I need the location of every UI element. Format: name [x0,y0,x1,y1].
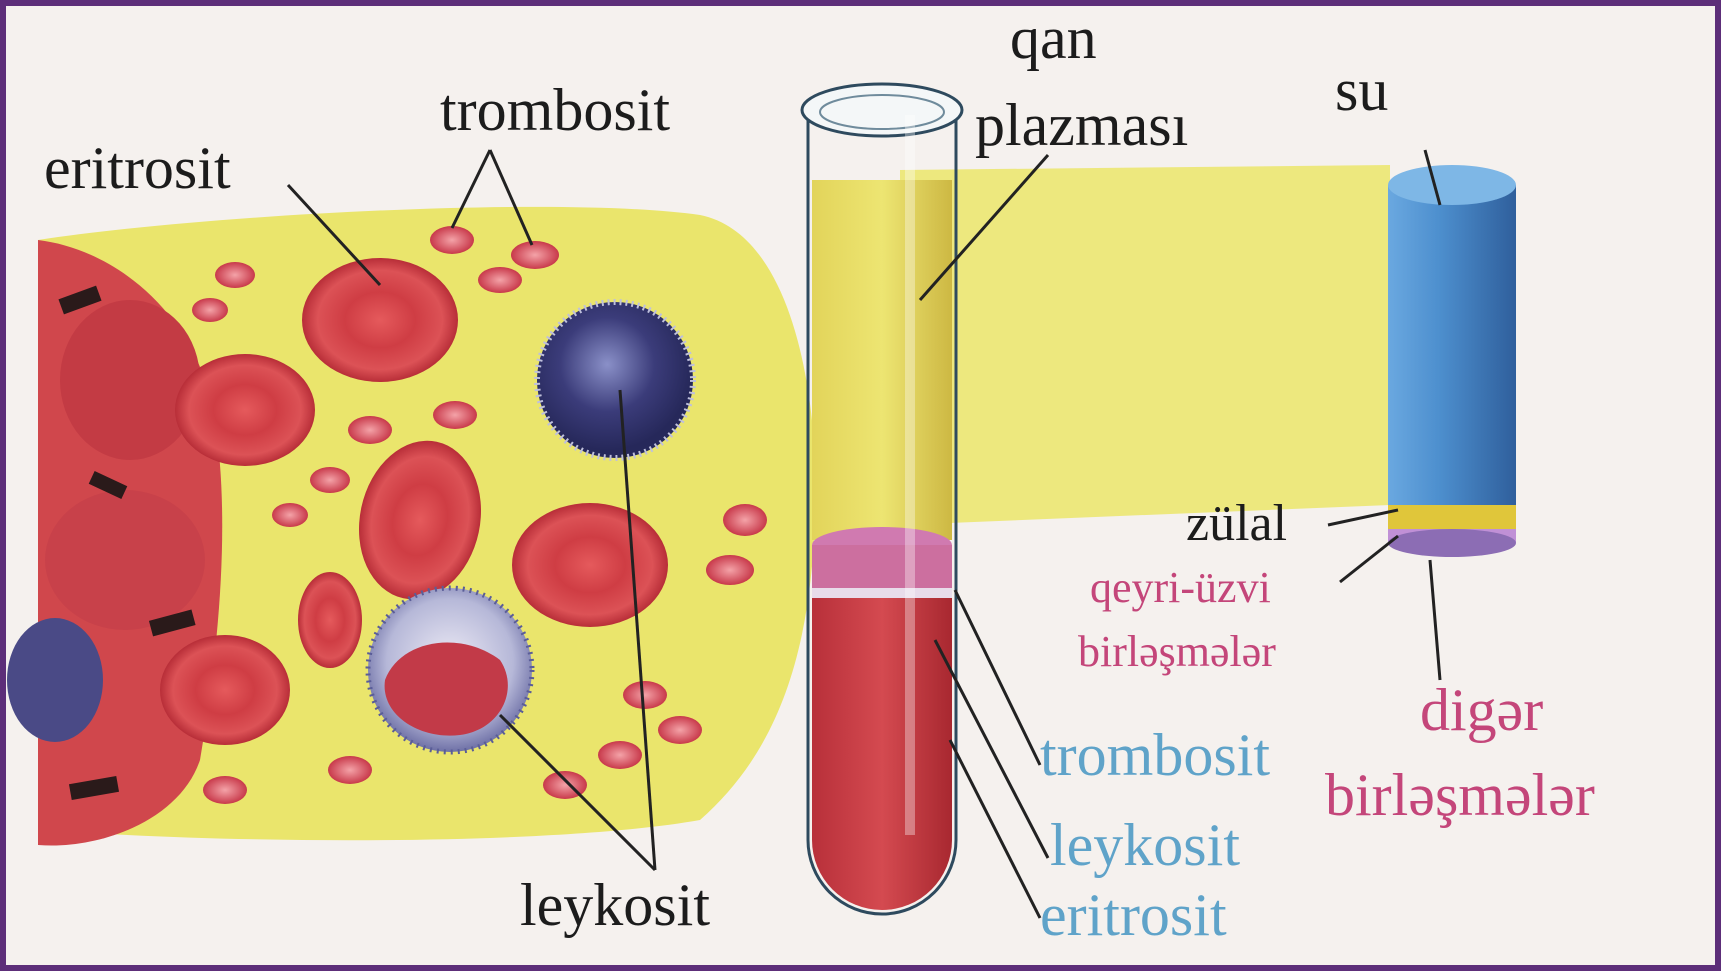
platelet [348,416,392,444]
platelet [203,776,247,804]
label-zulal: zülal [1186,498,1287,550]
label-tube-leykosit: leykosit [1050,815,1240,875]
leukocyte [7,618,103,742]
label-diger-birlesmeler: birləşmələr [1325,765,1595,825]
platelet [706,555,754,585]
erythrocyte [302,258,458,382]
protein-section [1388,505,1516,529]
plasma-band [900,165,1390,525]
label-qeyri-uzvi: qeyri-üzvi [1090,566,1271,610]
platelet [328,756,372,784]
erythrocyte [45,490,205,630]
label-leykosit: leykosit [520,875,710,935]
platelet [215,262,255,288]
platelet [310,467,350,493]
tube-platelet-layer [812,588,952,598]
erythrocyte [60,300,200,460]
erythrocyte [175,354,315,466]
label-tube-trombosit: trombosit [1040,725,1270,785]
label-su: su [1335,60,1388,120]
label-trombosit: trombosit [440,80,670,140]
platelet [623,681,667,709]
platelet [511,241,559,269]
leukocyte [537,302,693,458]
platelet [272,503,308,527]
label-diger: digər [1420,680,1543,740]
cylinder-top [1388,165,1516,205]
tube-erythrocyte-layer [812,598,952,910]
label-qan: qan [1010,8,1097,68]
platelet [658,716,702,744]
label-eritrosit: eritrosit [44,138,231,198]
platelet [430,226,474,254]
other-compounds-section [1388,529,1516,557]
test-tube [802,84,962,914]
platelet [478,267,522,293]
platelet [433,401,477,429]
plasma-composition-cylinder [1388,165,1516,557]
erythrocyte [160,635,290,745]
platelet [723,504,767,536]
water-section [1388,185,1516,505]
platelet [598,741,642,769]
tube-buffy-coat-band [812,545,952,590]
erythrocyte [298,572,362,668]
platelet [192,298,228,322]
label-tube-eritrosit: eritrosit [1040,885,1227,945]
label-plazmasi: plazması [975,95,1188,155]
erythrocyte [512,503,668,627]
tube-plasma-layer [812,180,952,540]
tube-highlight [905,115,915,835]
label-qeyri-uzvi-birlesmeler: birləşmələr [1078,630,1276,674]
